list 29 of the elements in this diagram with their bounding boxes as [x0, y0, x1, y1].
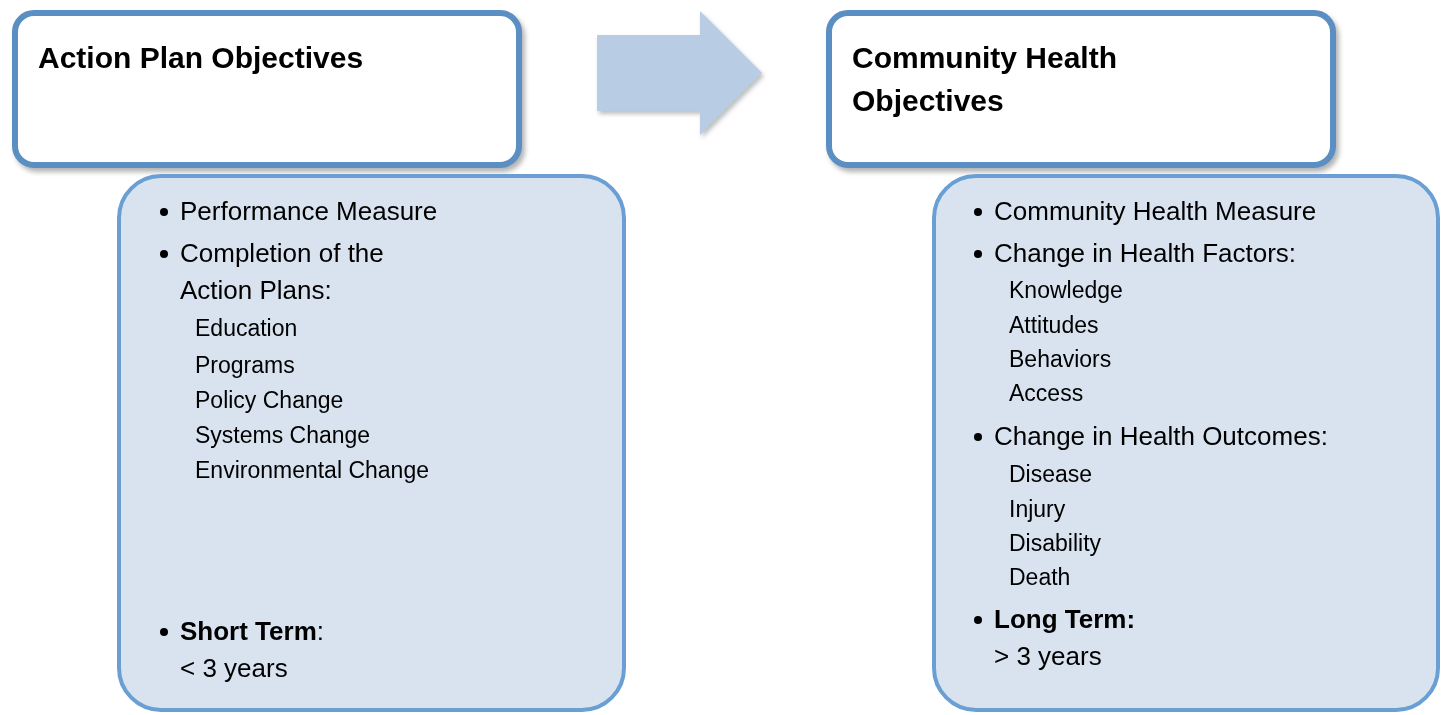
sub-item-text: Injury	[1009, 495, 1066, 524]
list-item-text: < 3 years	[180, 652, 288, 685]
list-item-text: Change in Health Factors:	[994, 237, 1297, 270]
sub-item-text: Environmental Change	[195, 456, 429, 485]
sub-item-text: Disability	[1009, 529, 1102, 558]
objective-header-box	[12, 10, 522, 168]
list-item-text: Change in Health Outcomes:	[994, 420, 1328, 453]
list-item-text: Completion of the Action Plans:	[180, 237, 385, 307]
list-item-text: Long Term:	[994, 603, 1136, 636]
header-title: Action Plan Objectives	[38, 40, 364, 76]
objective-list-box	[117, 174, 626, 712]
sub-item-text: Policy Change	[195, 386, 344, 415]
sub-item-text: Programs	[195, 351, 295, 380]
objective-header-box	[826, 10, 1336, 168]
sub-item-text: Death	[1009, 563, 1071, 592]
sub-item-text: Access	[1009, 379, 1084, 408]
list-item-text: Short Term:	[180, 615, 324, 648]
sub-item-text: Disease	[1009, 460, 1093, 489]
sub-item-text: Behaviors	[1009, 345, 1112, 374]
sub-item-text: Knowledge	[1009, 276, 1123, 305]
sub-item-text: Systems Change	[195, 421, 371, 450]
sub-item-text: Attitudes	[1009, 311, 1099, 340]
list-item-text: Community Health Measure	[994, 195, 1317, 228]
block-arrow	[597, 11, 762, 135]
list-item-text: Performance Measure	[180, 195, 438, 228]
objective-list-box	[932, 174, 1440, 712]
sub-item-text: Education	[195, 314, 298, 343]
list-item-text: > 3 years	[994, 640, 1102, 673]
header-title: Community Health Objectives	[852, 40, 1119, 119]
